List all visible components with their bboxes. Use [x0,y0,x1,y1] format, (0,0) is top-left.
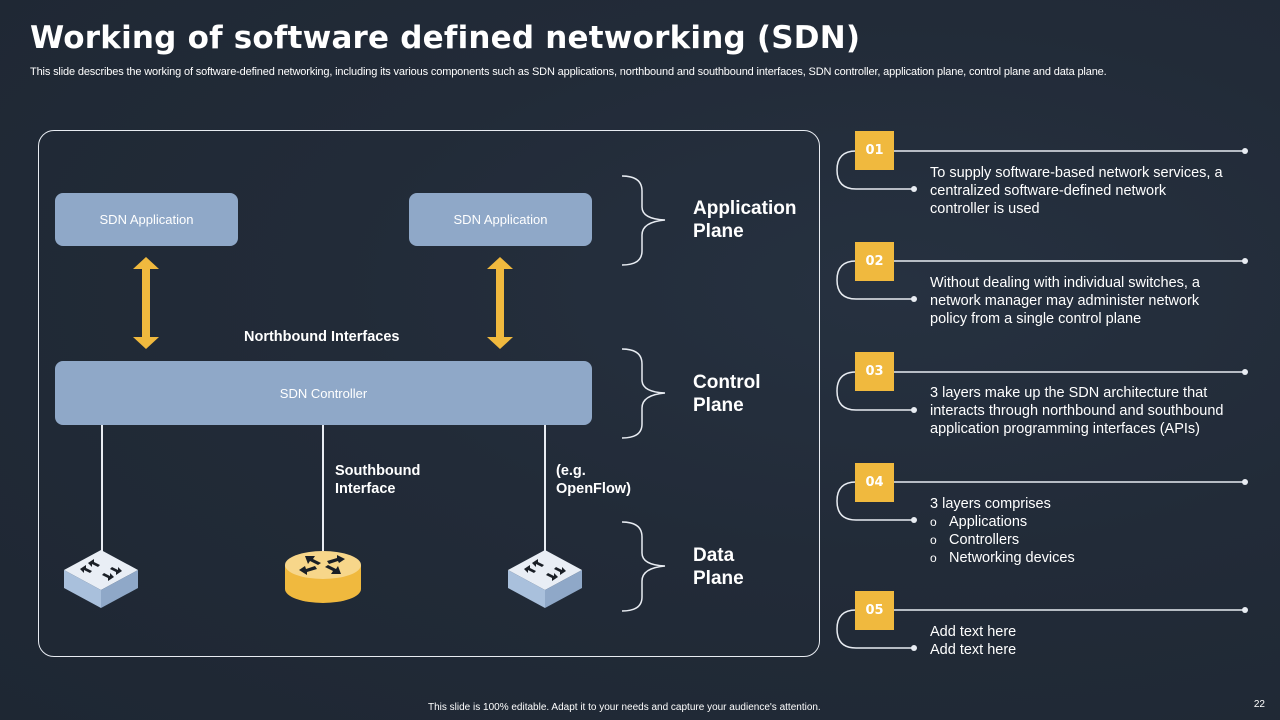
point-01-line: To supply software-based network service… [930,165,1223,181]
openflow-label-line1: (e.g. [556,463,586,479]
point-04-intro: 3 layers comprises [930,496,1051,512]
openflow-label: (e.g. OpenFlow) [556,462,631,498]
point-text-03: 3 layers make up the SDN architecture th… [930,384,1250,438]
point-01-line: controller is used [930,201,1040,217]
control-plane-line2: Plane [693,395,744,416]
control-plane-label: Control Plane [693,371,761,417]
application-plane-line1: Application [693,198,797,219]
page-title: Working of software defined networking (… [30,20,861,56]
point-01-line: centralized software-defined network [930,183,1167,199]
page-number: 22 [1253,699,1265,710]
brace-icon-application [621,175,666,266]
bullet-text: Controllers [949,532,1020,548]
brace-icon-control [621,348,666,439]
point-02-line: policy from a single control plane [930,311,1142,327]
application-plane-line2: Plane [693,221,744,242]
sdn-controller[interactable]: SDN Controller [55,361,592,425]
point-02-line: Without dealing with individual switches… [930,275,1200,291]
connector-line-right [544,425,546,555]
circle-bullet-icon: o [930,533,937,547]
footer-note: This slide is 100% editable. Adapt it to… [428,702,821,713]
application-plane-label: Application Plane [693,197,796,243]
point-03-line: application programming interfaces (APIs… [930,421,1200,437]
point-connector-02 [836,258,1248,302]
bullet-text: Networking devices [949,550,1075,566]
connector-line-left [101,425,103,555]
switch-icon [64,550,138,608]
double-arrow-icon-left [133,257,159,349]
router-icon [285,551,361,603]
switch-icon [508,550,582,608]
sdn-application-left-label: SDN Application [99,212,194,227]
number-badge-02: 02 [855,242,894,281]
point-03-line: interacts through northbound and southbo… [930,403,1224,419]
point-connector-01 [836,148,1248,192]
northbound-interfaces-label: Northbound Interfaces [244,329,400,345]
data-plane-label: Data Plane [693,544,744,590]
point-05-line: Add text here [930,624,1017,640]
number-badge-03: 03 [855,352,894,391]
southbound-label-line1: Southbound [335,463,421,479]
number-badge-05: 05 [855,591,894,630]
sdn-application-right[interactable]: SDN Application [409,193,592,246]
double-arrow-icon-right [487,257,513,349]
point-04-bullet: o Applications [930,513,1250,531]
point-text-01: To supply software-based network service… [930,164,1250,218]
bullet-text: Applications [949,514,1028,530]
number-badge-04: 04 [855,463,894,502]
sdn-controller-label: SDN Controller [279,385,368,401]
southbound-interface-label: Southbound Interface [335,462,420,498]
point-connector-05 [836,607,1248,651]
point-05-line: Add text here [930,642,1017,658]
brace-icon-data [621,521,666,612]
data-plane-line2: Plane [693,568,744,589]
diagram-frame [38,130,820,657]
point-04-bullet: o Networking devices [930,549,1250,567]
point-connector-03 [836,369,1248,413]
point-03-line: 3 layers make up the SDN architecture th… [930,385,1208,401]
sdn-application-left[interactable]: SDN Application [55,193,238,246]
point-connector-04 [836,479,1248,523]
openflow-label-line2: OpenFlow) [556,481,631,497]
circle-bullet-icon: o [930,515,937,529]
point-text-05: Add text here Add text here [930,623,1250,659]
point-text-02: Without dealing with individual switches… [930,274,1250,328]
data-plane-line1: Data [693,545,735,566]
page-subtitle: This slide describes the working of soft… [30,66,1107,78]
southbound-label-line2: Interface [335,481,396,497]
number-badge-01: 01 [855,131,894,170]
sdn-application-right-label: SDN Application [453,212,548,227]
connector-line-center [322,425,324,555]
control-plane-line1: Control [693,372,761,393]
point-04-bullet: o Controllers [930,531,1250,549]
point-02-line: network manager may administer network [930,293,1200,309]
circle-bullet-icon: o [930,551,937,565]
